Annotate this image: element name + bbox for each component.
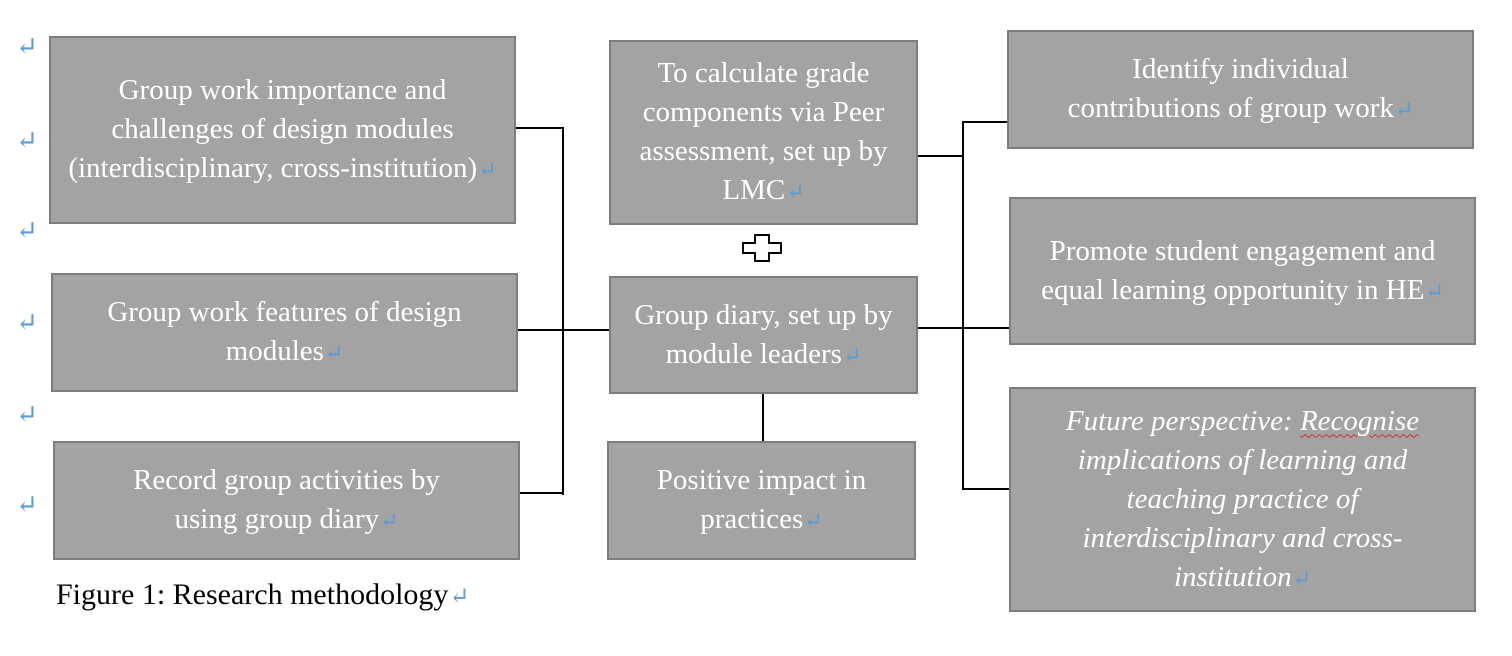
paragraph-mark: ↵ [1292, 565, 1312, 591]
box-text: Group work features of design modules [107, 296, 462, 367]
box-text: implications of learning and teaching pr… [1077, 443, 1408, 593]
box-text: Group diary, set up by module leaders [634, 298, 893, 370]
box-text: Promote student engagement and equal lea… [1041, 234, 1436, 306]
connector-left2-h [517, 329, 610, 331]
paragraph-mark: ↵ [449, 584, 470, 610]
connector-left3-h [519, 492, 564, 494]
connector-right1-h [962, 121, 1008, 123]
paragraph-mark: ↵ [16, 126, 38, 155]
connector-right-vertical [962, 121, 964, 490]
spelling-flag: Recognise [1299, 404, 1420, 437]
box-positive-impact: Positive impact in practices↵ [607, 441, 916, 560]
paragraph-mark: ↵ [16, 490, 38, 519]
connector-right3-h [962, 488, 1010, 490]
box-group-work-importance: Group work importance and challenges of … [49, 36, 516, 224]
box-group-work-features: Group work features of design modules↵ [51, 273, 518, 392]
paragraph-mark: ↵ [1425, 278, 1444, 304]
box-text: Positive impact in practices [656, 464, 867, 535]
box-text: Identify individual contributions of gro… [1067, 53, 1394, 124]
box-future-perspective: Future perspective: Recognise implicatio… [1009, 387, 1476, 612]
paragraph-mark: ↵ [842, 342, 862, 368]
connector-left-vertical [562, 127, 564, 495]
paragraph-mark: ↵ [478, 157, 497, 182]
figure-caption: Figure 1: Research methodology↵ [56, 578, 470, 612]
paragraph-mark: ↵ [804, 508, 823, 533]
box-identify-contributions: Identify individual contributions of gro… [1007, 30, 1474, 149]
paragraph-mark: ↵ [16, 32, 38, 61]
box-peer-assessment: To calculate grade components via Peer a… [609, 40, 918, 225]
box-text: To calculate grade components via Peer a… [639, 57, 888, 206]
caption-text: Figure 1: Research methodology [56, 578, 449, 611]
box-group-diary: Group diary, set up by module leaders↵ [609, 276, 918, 394]
box-text: Group work importance and challenges of … [68, 74, 478, 184]
connector-mid-vertical [762, 393, 764, 441]
connector-left1-h [515, 127, 563, 129]
box-promote-engagement: Promote student engagement and equal lea… [1009, 197, 1476, 345]
box-text: Record group activities by using group d… [133, 464, 440, 535]
paragraph-mark: ↵ [324, 340, 344, 365]
paragraph-mark: ↵ [16, 308, 38, 337]
paragraph-mark: ↵ [16, 216, 38, 245]
paragraph-mark: ↵ [786, 179, 805, 204]
plus-icon [742, 234, 782, 262]
paragraph-mark: ↵ [380, 508, 399, 533]
box-record-group-activities: Record group activities by using group d… [53, 441, 520, 560]
paragraph-mark: ↵ [1394, 97, 1414, 122]
connector-mid1-h [916, 155, 963, 157]
paragraph-mark: ↵ [16, 400, 38, 429]
box-text: Future perspective: [1065, 404, 1300, 437]
